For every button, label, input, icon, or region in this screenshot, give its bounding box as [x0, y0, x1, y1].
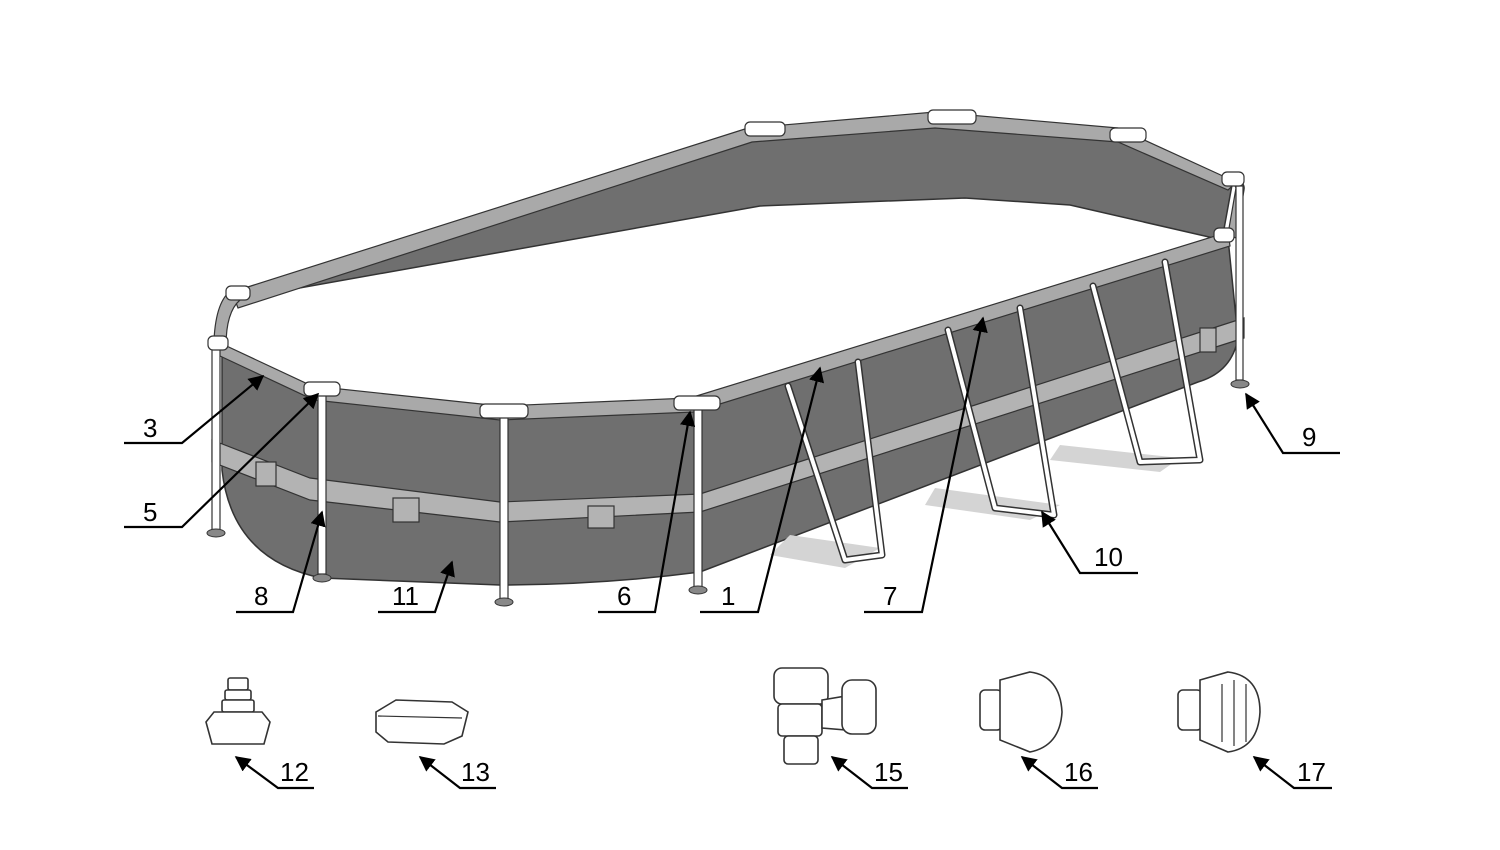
callout-6: 6 — [598, 410, 696, 614]
svg-text:5: 5 — [143, 497, 157, 527]
part-13-plug-cap — [375, 699, 469, 745]
svg-text:1: 1 — [721, 581, 735, 611]
callout-17: 17 — [1252, 756, 1332, 790]
belt-buckle — [255, 461, 277, 487]
svg-text:15: 15 — [874, 757, 903, 787]
pool-top-rail-front — [217, 231, 1231, 421]
callout-13: 13 — [418, 756, 496, 790]
part-16-strainer-connector — [979, 671, 1063, 753]
svg-text:7: 7 — [883, 581, 897, 611]
svg-text:8: 8 — [254, 581, 268, 611]
callout-12: 12 — [234, 756, 314, 790]
belt-buckle — [587, 505, 615, 529]
part-15-strainer-valve — [773, 667, 877, 765]
callout-9: 9 — [1245, 392, 1340, 455]
callout-5: 5 — [124, 392, 320, 529]
svg-text:13: 13 — [461, 757, 490, 787]
belt-buckle — [392, 497, 420, 523]
callout-16: 16 — [1020, 756, 1098, 790]
pool-belt-strap — [211, 317, 1245, 523]
svg-text:6: 6 — [617, 581, 631, 611]
callout-15: 15 — [830, 756, 908, 790]
callout-11: 11 — [378, 560, 455, 614]
pool-joints — [207, 109, 1245, 419]
part-17-inlet-connector — [1177, 671, 1261, 753]
belt-buckle — [1199, 327, 1217, 353]
pool-ladders — [784, 258, 1204, 564]
callout-7: 7 — [864, 316, 988, 614]
svg-text:17: 17 — [1297, 757, 1326, 787]
callout-3: 3 — [124, 375, 265, 445]
pool-feet — [206, 379, 1250, 607]
callout-10: 10 — [1041, 510, 1138, 575]
callout-1: 1 — [700, 366, 825, 614]
svg-text:12: 12 — [280, 757, 309, 787]
callout-8: 8 — [236, 510, 326, 614]
part-12-hose-adapter — [205, 677, 271, 745]
svg-text:10: 10 — [1094, 542, 1123, 572]
pool-illustration — [206, 109, 1250, 607]
svg-text:11: 11 — [392, 581, 419, 611]
svg-text:16: 16 — [1064, 757, 1093, 787]
pool-top-rail-back — [231, 111, 1238, 309]
svg-text:9: 9 — [1302, 422, 1316, 452]
svg-text:3: 3 — [143, 413, 157, 443]
